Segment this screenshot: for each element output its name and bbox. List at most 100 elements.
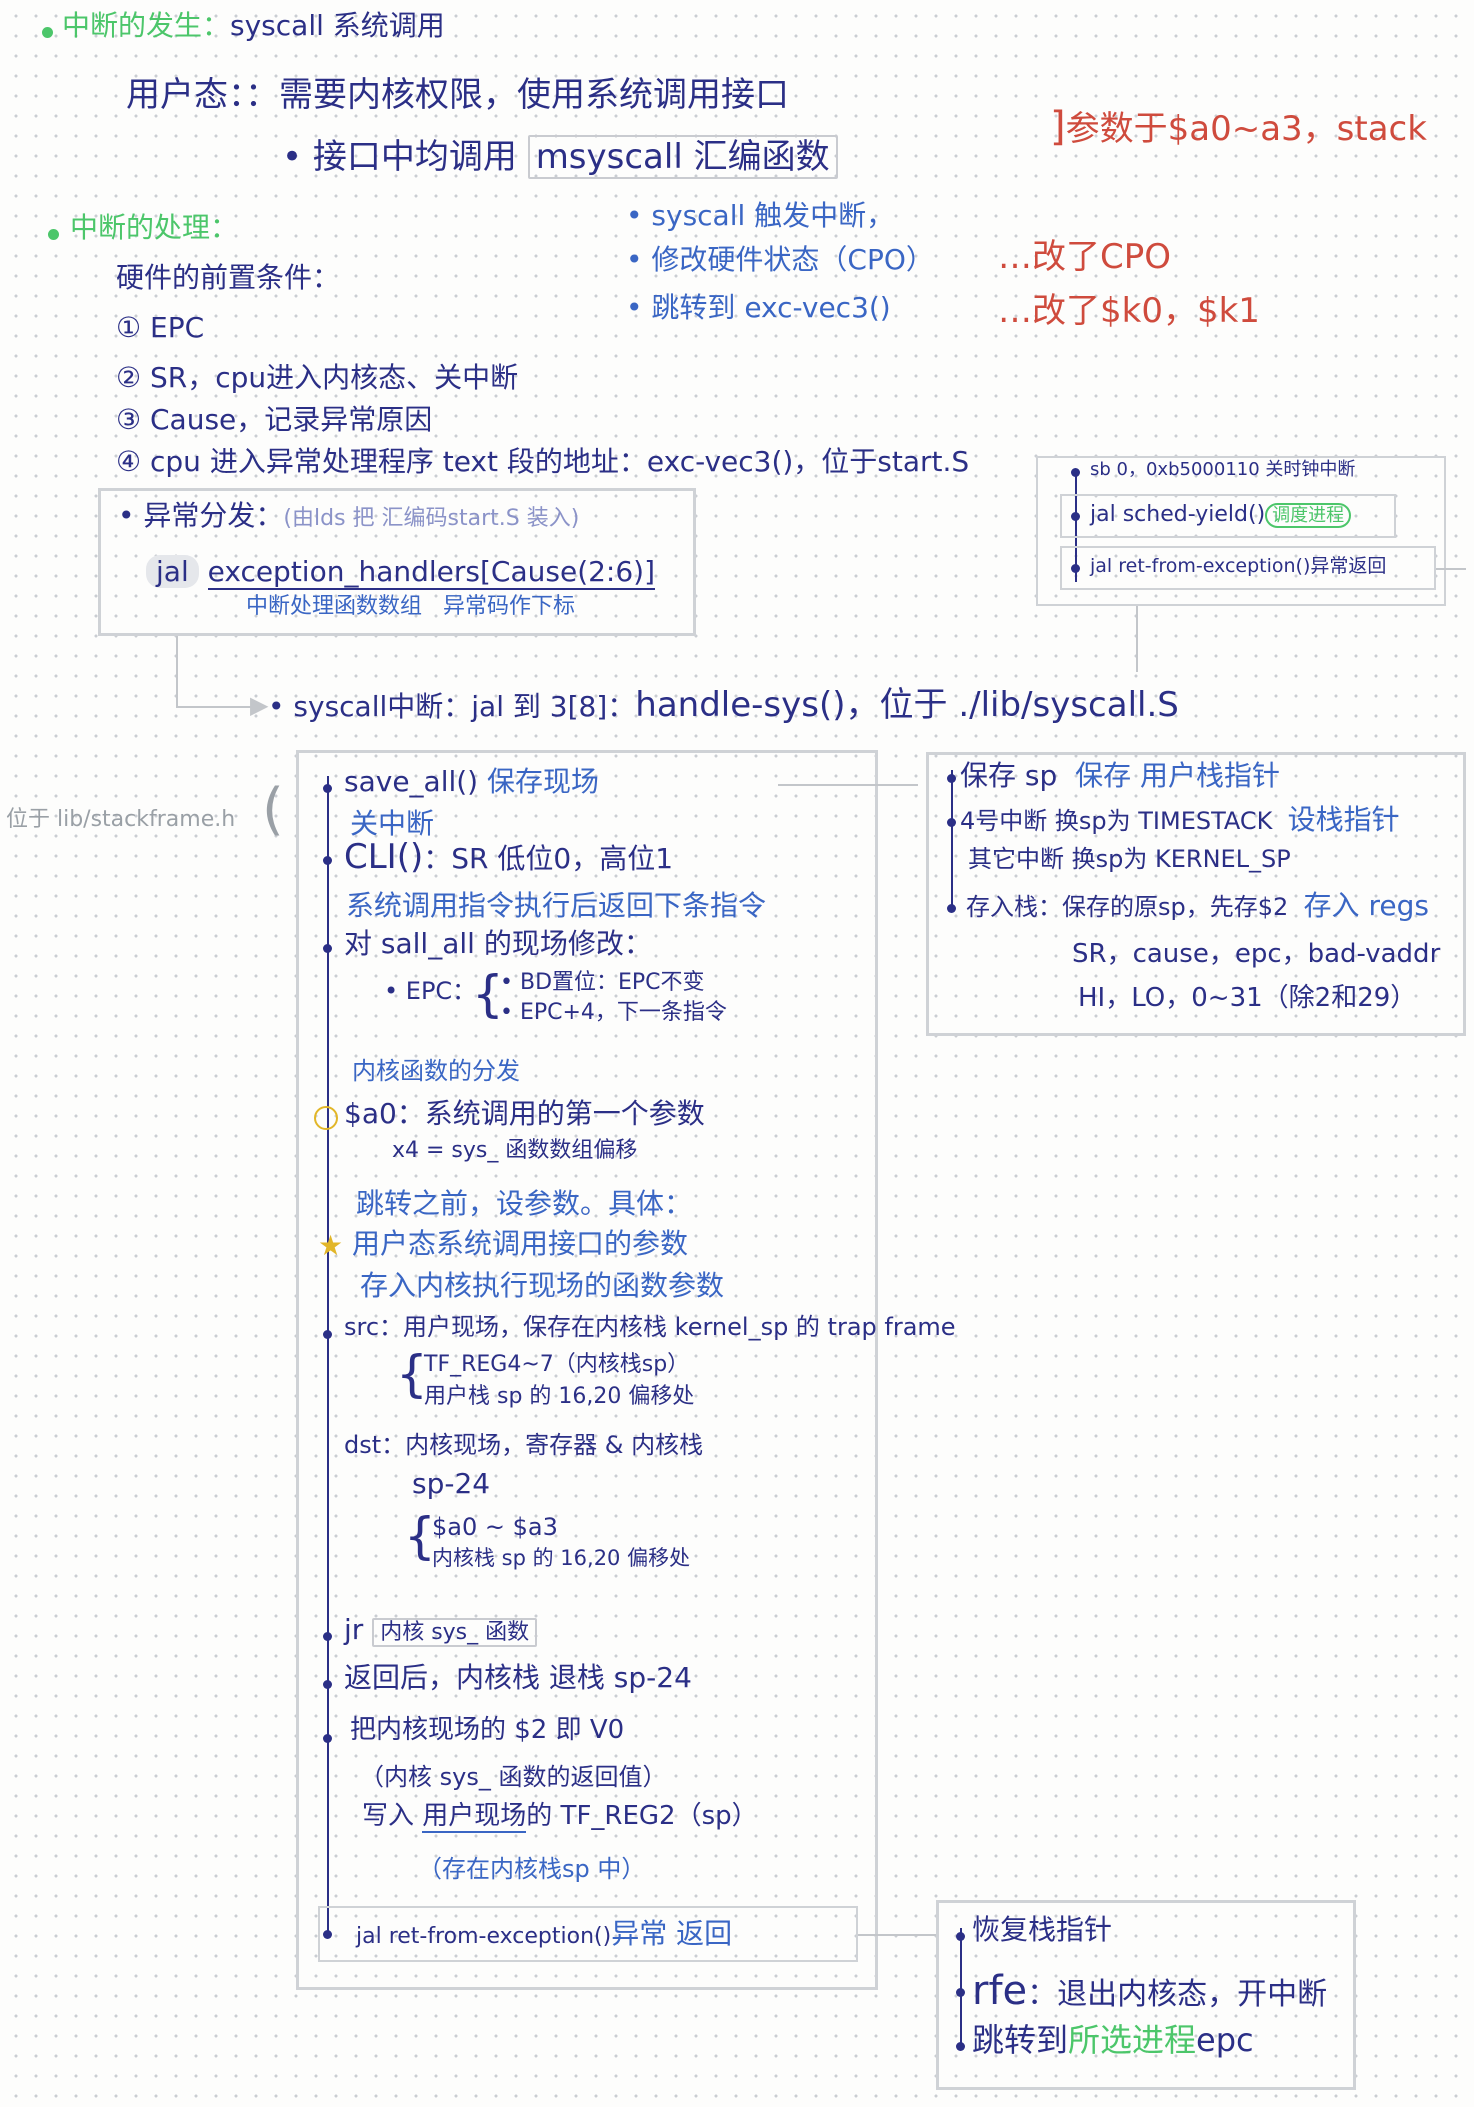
v0-copy: 把内核现场的 $2 即 V0: [350, 1715, 625, 1745]
saved-regs-hilo: HI，LO，0~31（除2和29）: [1078, 983, 1417, 1013]
main-flow-box: [296, 750, 878, 1990]
flow-step-dot: [323, 1734, 332, 1743]
dispatch-jal: jal exception_handlers[Cause(2:6)]: [146, 555, 656, 590]
return-step-dot: [956, 2042, 965, 2051]
msyscall-box: msyscall 汇编函数: [527, 135, 838, 179]
return-step-dot: [956, 1988, 965, 1997]
write-user-scene: 写入 用户现场的 TF_REG2（sp）: [362, 1801, 758, 1833]
selected-process-label: 所选进程: [1068, 2021, 1197, 2059]
hw-bullet-jump: • 跳转到 exc-vec3(): [626, 291, 891, 324]
connector-line: [176, 706, 256, 708]
timer-step-dot: [1071, 468, 1080, 477]
timestack-label: 4号中断 换sp为 TIMESTACK: [960, 807, 1273, 835]
step-circle-icon: [314, 1106, 338, 1130]
tf-reg-range: TF_REG4~7（内核栈sp）: [424, 1352, 690, 1377]
user-syscall-params: 用户态系统调用接口的参数: [352, 1227, 689, 1260]
bracket-glyph: ]: [1050, 104, 1066, 150]
dispatch-sub-index: 异常码作下标: [443, 594, 576, 619]
dispatch-box: [98, 488, 696, 636]
return-step-dot: [956, 1932, 965, 1941]
ret-from-exception-call: jal ret-from-exception(): [356, 1924, 612, 1949]
push-stack-row: 存入栈：保存的原sp，先存$2 存入 regs: [966, 889, 1429, 922]
msyscall-line: • 接口中均调用 msyscall 汇编函数: [282, 135, 838, 179]
cli-call: CLI(): [344, 837, 424, 877]
exception-return-label: 异常 返回: [611, 1917, 733, 1950]
v0-desc: （内核 sys_ 函数的返回值）: [360, 1763, 667, 1791]
sp-minus-24: sp-24: [412, 1467, 491, 1500]
jump-to-label: 跳转到: [972, 2021, 1069, 2059]
dispatch-title-label: • 异常分发：: [118, 499, 284, 532]
rfe-desc: ：退出内核态，开中断: [1027, 1977, 1328, 2012]
user-sp-offset: 用户栈 sp 的 16,20 偏移处: [424, 1384, 695, 1409]
flow-step-dot: [323, 944, 332, 953]
user-scene-label: 用户现场: [422, 1801, 527, 1833]
step-kernel-dispatch: 内核函数的分发: [352, 1057, 520, 1085]
schedule-process-label: 调度进程: [1265, 503, 1352, 528]
flow-step-dot: [323, 1930, 332, 1939]
stackframe-side-note: 位于 lib/stackframe.h: [6, 807, 236, 832]
jr-instr: jr: [344, 1613, 364, 1646]
epc-bd-case: • BD置位：EPC不变: [500, 970, 705, 995]
a0-a3-regs: $a0 ~ $a3: [432, 1513, 558, 1541]
syscall-interrupt-label: • syscall中断：jal 到 3[8]：: [268, 690, 636, 723]
return-pop-stack: 返回后，内核栈 退栈 sp-24: [344, 1661, 692, 1694]
handle-sys-location: handle-sys()，位于 ./lib/syscall.S: [635, 685, 1179, 725]
flow-step-dot: [323, 1330, 332, 1339]
hw-note-k0k1: …改了$k0，$k1: [998, 291, 1260, 331]
precondition-title: 硬件的前置条件：: [116, 261, 341, 294]
section-title-handle: 中断的处理：: [70, 211, 239, 244]
step-save-all: save_all() 保存现场: [344, 765, 600, 798]
dst-kernel-scene: dst：内核现场，寄存器 & 内核栈: [344, 1431, 704, 1459]
msyscall-line-prefix: • 接口中均调用: [282, 137, 517, 177]
step-set-params: 跳转之前，设参数。具体：: [356, 1187, 693, 1220]
save-all-desc: 保存现场: [487, 765, 600, 798]
section-title-occur: 中断的发生：syscall 系统调用: [62, 9, 445, 42]
timer-step-dot: [1071, 512, 1080, 521]
dispatch-note: (由lds 把 汇编码start.S 装入): [283, 506, 580, 531]
write-label: 写入: [362, 1801, 415, 1831]
connector-line: [176, 636, 178, 708]
saved-regs-sr: SR，cause，epc，bad-vaddr: [1072, 939, 1441, 969]
connector-line: [778, 784, 918, 786]
epc-label: • EPC：: [384, 977, 477, 1005]
timer-step-yield: jal sched-yield()调度进程: [1090, 502, 1352, 528]
precondition-epc: ① EPC: [116, 311, 205, 344]
timer-step-dot: [1071, 564, 1080, 573]
dispatch-title: • 异常分发：(由lds 把 汇编码start.S 装入): [118, 499, 580, 532]
save-user-sp-desc: 保存 用户栈指针: [1075, 759, 1280, 792]
stored-in-kernel-sp: （存在内核栈sp 中）: [418, 1855, 646, 1883]
epc-target-label: epc: [1196, 2021, 1254, 2059]
dispatch-sub-handlers: 中断处理函数数组: [246, 594, 423, 619]
section-title-occur-topic: syscall 系统调用: [230, 9, 445, 42]
epc-plus4-case: • EPC+4，下一条指令: [500, 1000, 727, 1025]
syscall-interrupt-line: • syscall中断：jal 到 3[8]：handle-sys()，位于 .…: [268, 685, 1179, 725]
sys-func-offset: x4 = sys_ 函数数组偏移: [392, 1138, 638, 1163]
jal-ret-from-exception: jal ret-from-exception()异常 返回: [356, 1917, 733, 1950]
brace-glyph: {: [472, 965, 504, 1023]
rfe-row: rfe：退出内核态，开中断: [972, 1968, 1327, 2014]
user-mode-line: 用户态：：需要内核权限，使用系统调用接口: [126, 75, 789, 115]
step-cli-title: 关中断: [350, 807, 435, 840]
tf-reg2-label: 的 TF_REG2（sp）: [526, 1801, 758, 1831]
connector-line: [858, 1934, 936, 1936]
return-box: [936, 1900, 1356, 2090]
bullet-dot: [48, 229, 59, 240]
save-all-call: save_all(): [344, 765, 479, 798]
a0-first-param: $a0：系统调用的第一个参数: [344, 1097, 705, 1130]
save-sp-vline: [951, 770, 953, 910]
connector-line: [1136, 606, 1138, 672]
timestack-row: 4号中断 换sp为 TIMESTACK 设栈指针: [960, 803, 1400, 836]
paren-glyph: (: [262, 777, 284, 842]
section-title-occur-label: 中断的发生：: [62, 9, 231, 42]
restore-sp: 恢复栈指针: [972, 1913, 1113, 1946]
main-flow-vline: [327, 776, 329, 1936]
brace-glyph: {: [396, 1345, 428, 1403]
cli-desc: ：SR 低位0，高位1: [423, 842, 674, 875]
params-note: ]参数于$a0~a3，stack: [1050, 104, 1427, 150]
sched-yield-call: jal sched-yield(): [1090, 502, 1266, 527]
flow-step-dot: [323, 1632, 332, 1641]
step-saveall-modify: 对 sall_all 的现场修改：: [344, 927, 652, 960]
kernel-func-params: 存入内核执行现场的函数参数: [360, 1269, 725, 1302]
push-stack-label: 存入栈：保存的原sp，先存$2: [966, 893, 1289, 921]
timer-box: [1036, 456, 1446, 606]
